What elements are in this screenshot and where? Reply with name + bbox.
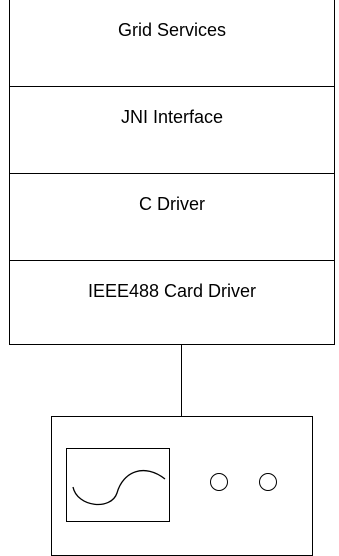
sine-wave-icon — [72, 469, 166, 506]
knob-icon — [210, 473, 228, 491]
layer-label: C Driver — [139, 194, 205, 214]
layer-label: Grid Services — [117, 20, 227, 40]
layer-label: IEEE488 Card Driver — [87, 281, 257, 301]
layer-label: JNI Interface — [120, 107, 224, 127]
layer-c-driver: C Driver — [10, 174, 334, 261]
scope-screen — [66, 448, 170, 522]
layer-jni-interface: JNI Interface — [10, 87, 334, 174]
layer-ieee488-card-driver: IEEE488 Card Driver — [10, 261, 334, 348]
layer-grid-services: Grid Services — [10, 0, 334, 87]
software-stack: Grid Services JNI Interface C Driver IEE… — [9, 0, 335, 345]
oscilloscope-instrument — [51, 416, 313, 556]
connector-line — [181, 345, 182, 417]
knob-icon — [259, 473, 277, 491]
